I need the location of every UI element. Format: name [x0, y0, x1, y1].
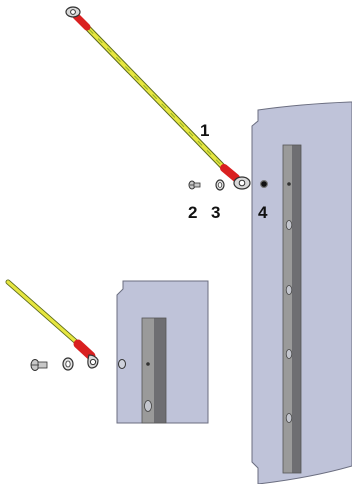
washer-icon [215, 179, 225, 191]
ground-cable-top [65, 6, 251, 190]
callout-2-label: 2 [188, 203, 197, 222]
rail-slot-icon [285, 349, 293, 359]
ring-lug-icon [233, 176, 251, 190]
callout-4-label: 4 [258, 203, 268, 222]
callout-3-label: 3 [211, 203, 220, 222]
panel-small-rail-outline [141, 317, 167, 424]
rail-slot-icon [285, 285, 293, 295]
cable-ferrule [73, 339, 96, 361]
rail-hole-small-icon [146, 362, 150, 366]
rail-slot-small-icon [144, 400, 152, 412]
screw-icon [188, 180, 201, 190]
threaded-hole-small-icon [118, 359, 126, 369]
cable-wire-sheath [6, 280, 84, 349]
panel-small-rail-left [142, 318, 154, 423]
cabinet-panel-large [251, 101, 352, 484]
rail-slots [285, 220, 293, 423]
cable-wire-stripe [79, 19, 231, 175]
panel-small-rail-right [154, 318, 166, 423]
panel-large-rail-left [283, 145, 292, 473]
panel-large-rail-right [292, 145, 301, 473]
panel-large-body [251, 101, 352, 484]
cable-ferrule [72, 12, 91, 31]
rail-hole-icon [287, 182, 291, 186]
cable-ferrule [220, 164, 240, 182]
ring-lug-icon [87, 354, 99, 369]
panel-large-rail-outline [282, 144, 302, 474]
threaded-hole-icon [260, 180, 269, 189]
callout-1-label: 1 [200, 121, 209, 140]
rail-slot-icon [285, 413, 293, 423]
washer-small-icon [62, 357, 74, 371]
screw-small-icon [30, 359, 48, 371]
ground-cable-bottom [5, 279, 99, 369]
rail-slot-icon [285, 220, 293, 230]
cabinet-panel-small [116, 280, 209, 424]
ring-lug-icon [65, 6, 81, 18]
